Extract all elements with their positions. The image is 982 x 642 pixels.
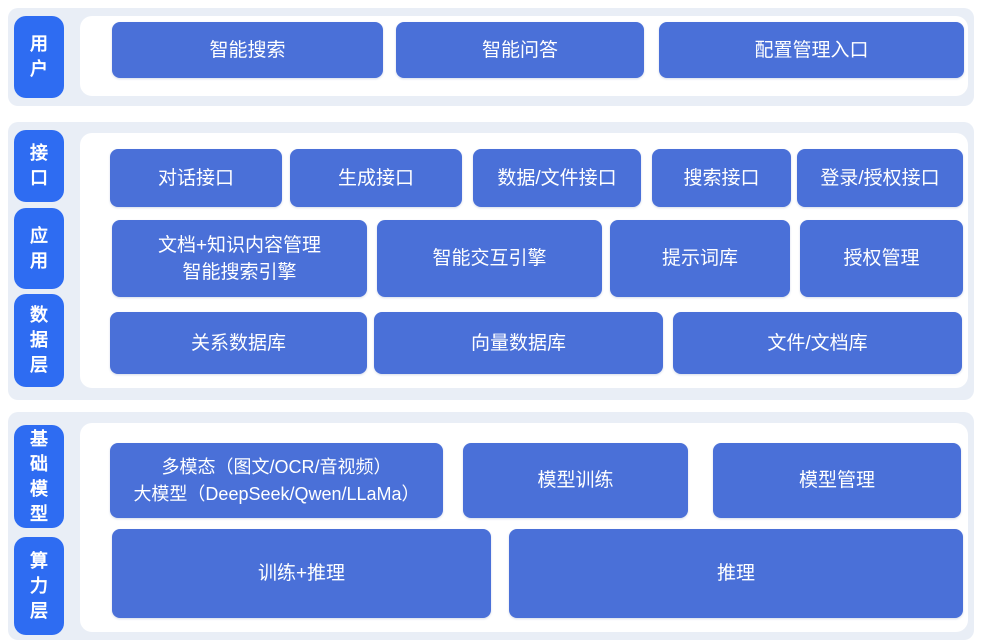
block-smart-qa: 智能问答 — [396, 22, 644, 78]
layer-label-foundation-model: 基础模型 — [14, 425, 64, 528]
block-config-admin-entry: 配置管理入口 — [659, 22, 964, 78]
block-search-api: 搜索接口 — [652, 149, 791, 207]
block-multimodal-llm: 多模态（图文/OCR/音视频） 大模型（DeepSeek/Qwen/LLaMa） — [110, 443, 443, 518]
block-file-document-store: 文件/文档库 — [673, 312, 962, 374]
layer-label-compute: 算力层 — [14, 537, 64, 635]
layer-label-user: 用户 — [14, 16, 64, 98]
block-interaction-engine: 智能交互引擎 — [377, 220, 602, 297]
block-generation-api: 生成接口 — [290, 149, 462, 207]
block-vector-database: 向量数据库 — [374, 312, 663, 374]
block-inference: 推理 — [509, 529, 963, 618]
layer-label-data: 数据层 — [14, 294, 64, 387]
block-authorization-management: 授权管理 — [800, 220, 963, 297]
block-model-management: 模型管理 — [713, 443, 961, 518]
block-login-auth-api: 登录/授权接口 — [797, 149, 963, 207]
block-prompt-library: 提示词库 — [610, 220, 790, 297]
block-relational-database: 关系数据库 — [110, 312, 367, 374]
block-doc-knowledge-search-engine: 文档+知识内容管理 智能搜索引擎 — [112, 220, 367, 297]
layer-label-application: 应用 — [14, 208, 64, 289]
block-data-file-api: 数据/文件接口 — [473, 149, 641, 207]
block-smart-search: 智能搜索 — [112, 22, 383, 78]
block-dialog-api: 对话接口 — [110, 149, 282, 207]
block-training-plus-inference: 训练+推理 — [112, 529, 491, 618]
block-model-training: 模型训练 — [463, 443, 688, 518]
layer-label-interface: 接口 — [14, 130, 64, 202]
